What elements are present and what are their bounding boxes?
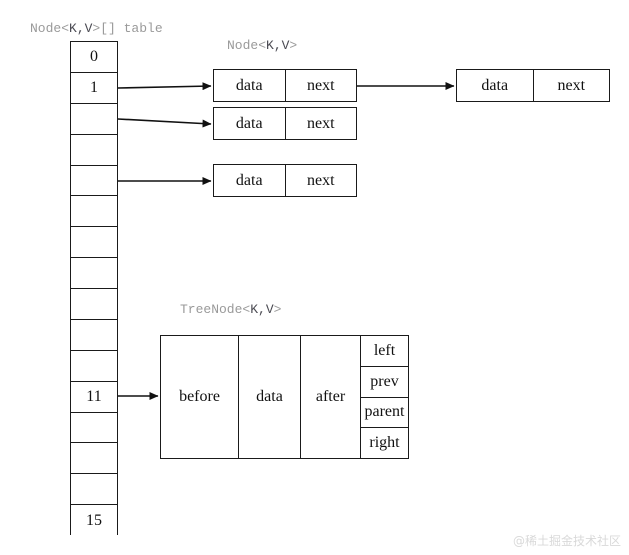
table-cell-2[interactable] [71, 103, 117, 135]
treenode-field-after: after [301, 336, 361, 458]
node-box-3[interactable]: data next [213, 107, 357, 140]
table-cell-3[interactable] [71, 134, 117, 166]
treenode-field-data: data [239, 336, 301, 458]
treenode-pointer-stack: left prev parent right [361, 336, 408, 458]
table-cell-11[interactable]: 11 [71, 381, 117, 413]
table-cell-4[interactable] [71, 165, 117, 197]
table-cell-0[interactable]: 0 [71, 42, 117, 73]
hash-table-array: 0 1 11 15 [70, 41, 118, 536]
table-cell-7[interactable] [71, 258, 117, 289]
table-cell-12[interactable] [71, 412, 117, 444]
table-cell-1[interactable]: 1 [71, 72, 117, 104]
node-field-data: data [214, 70, 286, 101]
treenode-field-left: left [361, 336, 408, 367]
node-box-2[interactable]: data next [456, 69, 610, 102]
arrow-table2-to-node3 [117, 118, 212, 128]
watermark: @稀土掘金技术社区 [512, 534, 621, 548]
node-label: Node<K,V> [227, 38, 298, 53]
node-box-4[interactable]: data next [213, 164, 357, 197]
node-box-1[interactable]: data next [213, 69, 357, 102]
node-field-data: data [457, 70, 534, 101]
node-field-data: data [214, 108, 286, 139]
table-cell-15[interactable]: 15 [71, 505, 117, 536]
table-cell-5[interactable] [71, 196, 117, 228]
table-label: Node<K,V>[] table [30, 21, 163, 36]
table-cell-13[interactable] [71, 443, 117, 475]
table-cell-9[interactable] [71, 319, 117, 351]
table-cell-6[interactable] [71, 227, 117, 259]
node-field-next: next [306, 171, 335, 189]
treenode-field-prev: prev [361, 367, 408, 398]
node-field-next: next [557, 76, 586, 94]
table-cell-8[interactable] [71, 289, 117, 320]
treenode-field-parent: parent [361, 398, 408, 429]
node-field-next: next [306, 114, 335, 132]
treenode-label: TreeNode<K,V> [180, 302, 282, 317]
arrow-table1-to-node1 [117, 82, 212, 91]
node-field-data: data [214, 165, 286, 196]
table-cell-14[interactable] [71, 474, 117, 506]
treenode-field-right: right [369, 434, 400, 452]
node-field-next: next [306, 76, 335, 94]
tree-node-box[interactable]: before data after left prev parent right [160, 335, 409, 459]
treenode-field-before: before [161, 336, 239, 458]
table-cell-10[interactable] [71, 350, 117, 382]
